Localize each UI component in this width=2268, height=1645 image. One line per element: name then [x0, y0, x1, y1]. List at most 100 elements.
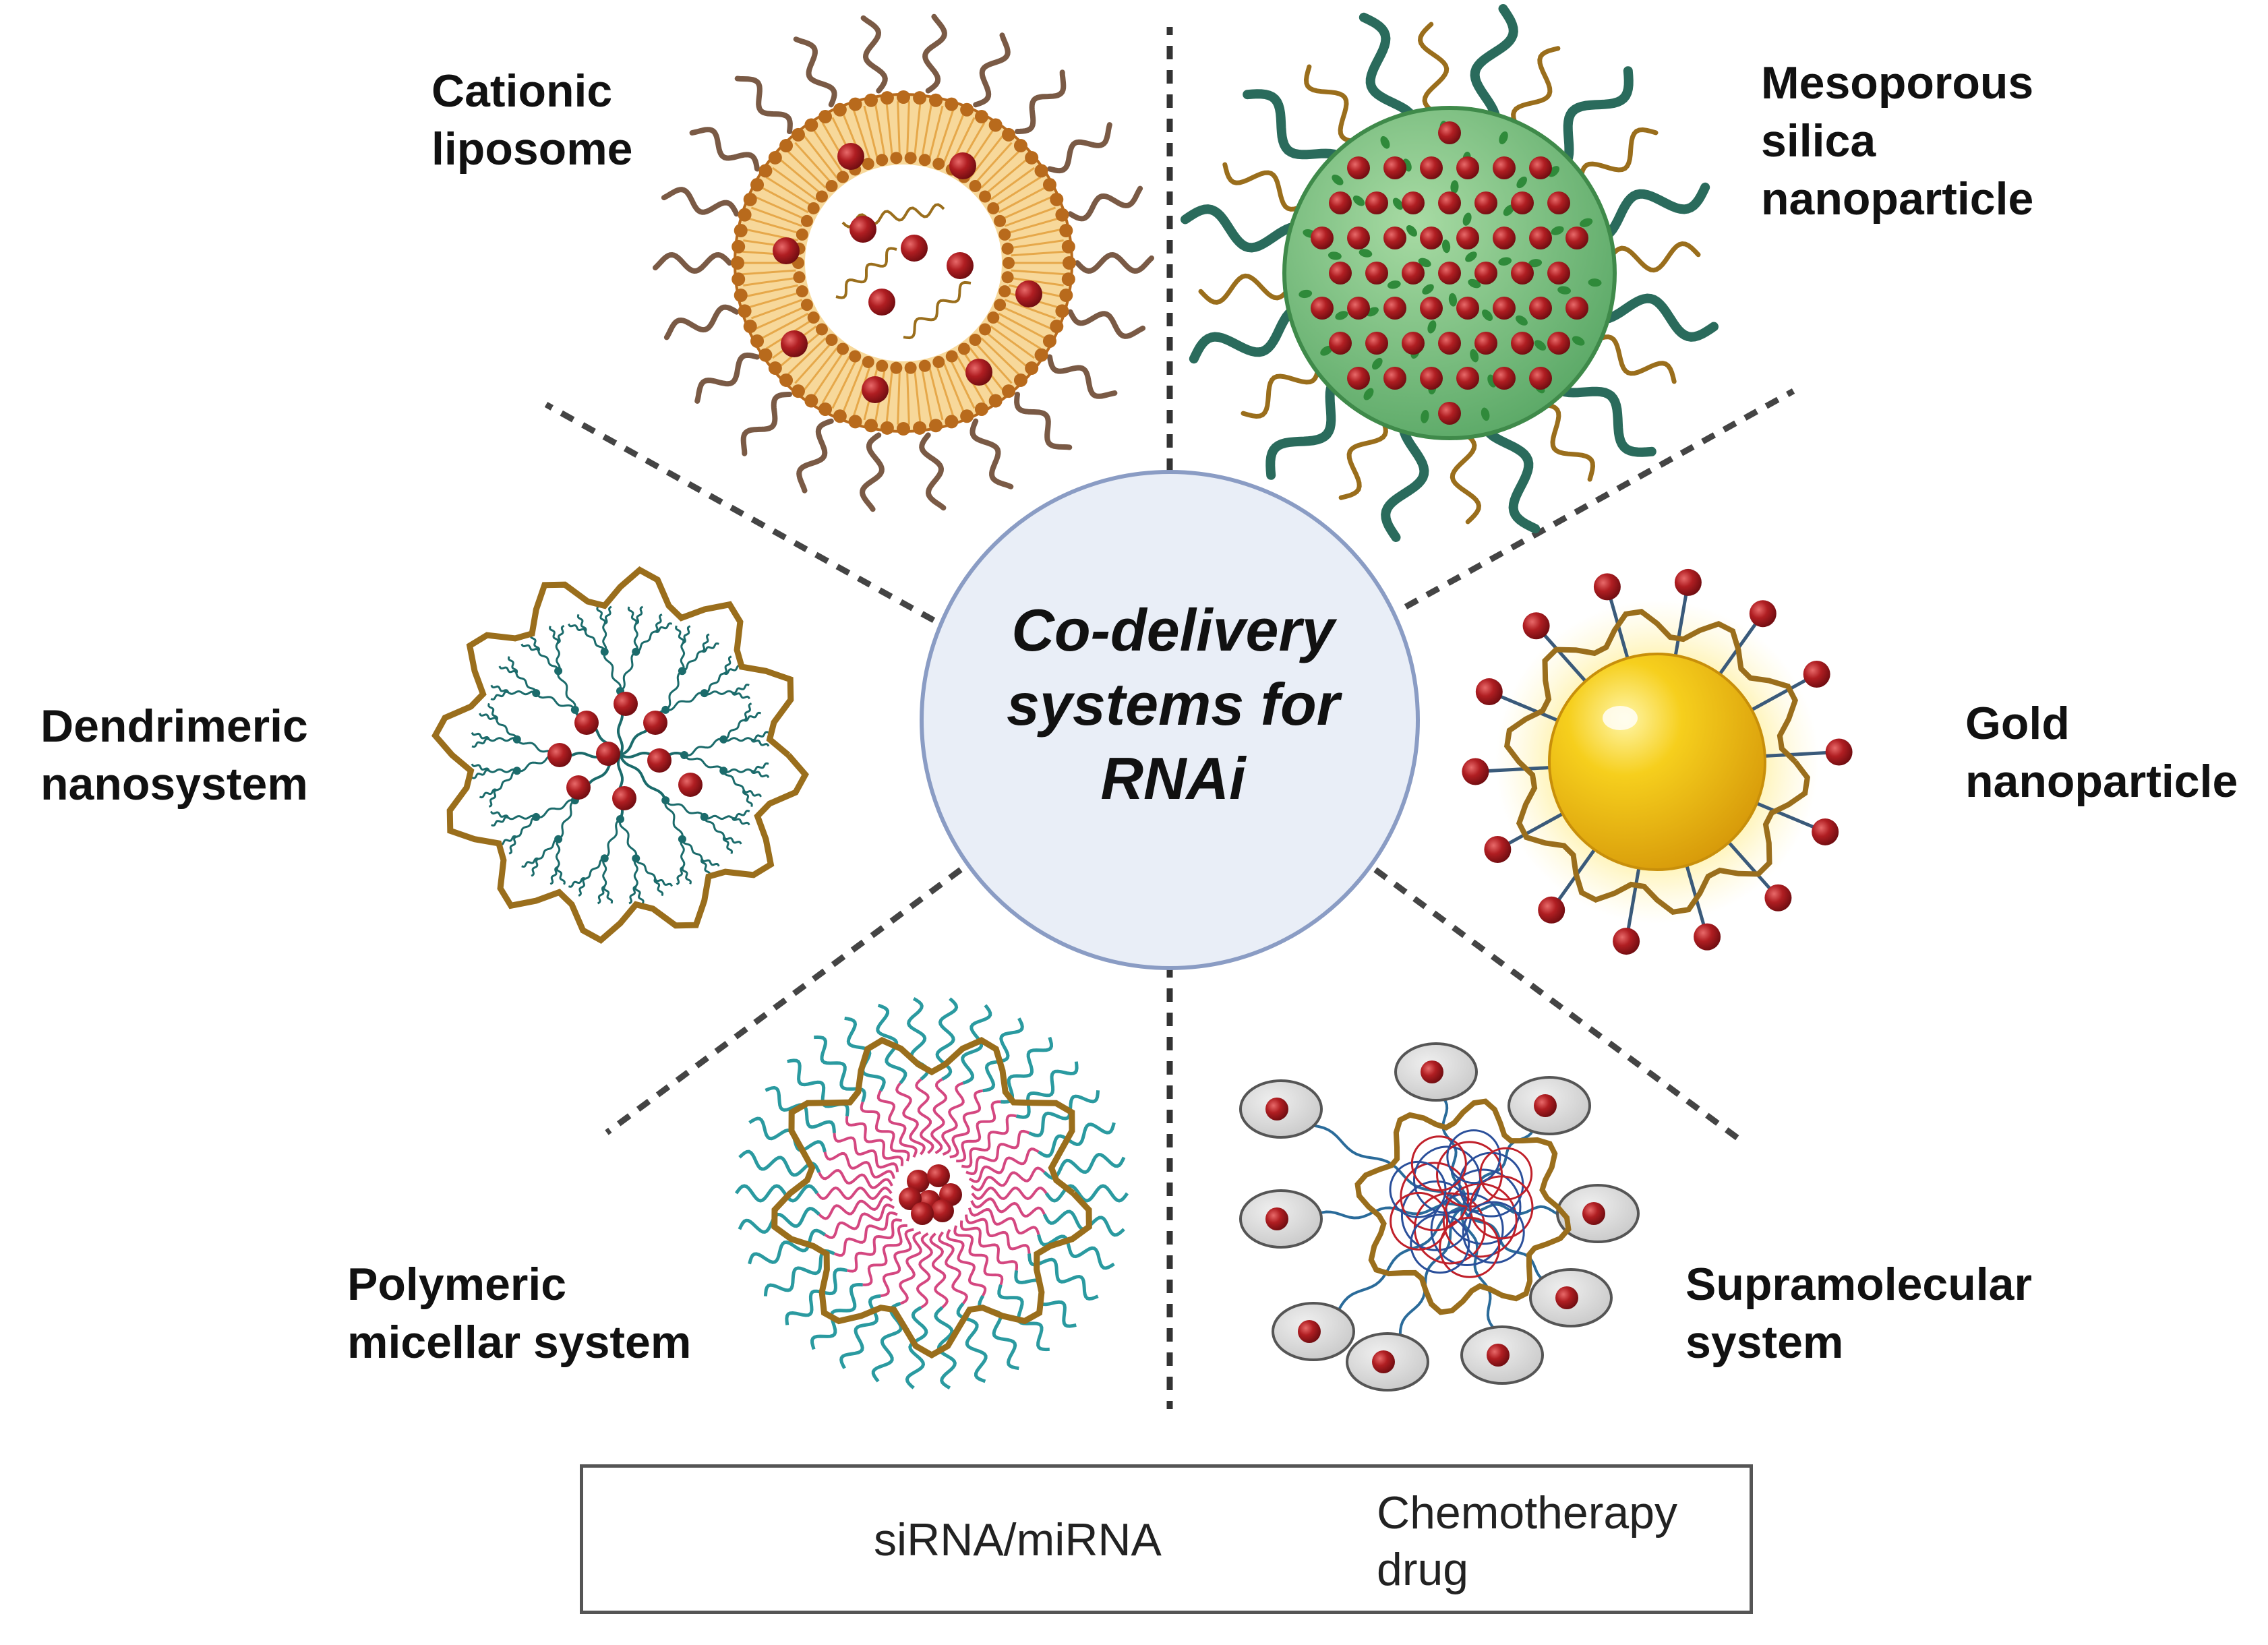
sirna-strand	[1503, 608, 1811, 916]
hydrophobic-block	[895, 1082, 926, 1156]
lipid-head	[1002, 384, 1016, 398]
drug-particle	[1329, 262, 1352, 285]
drug-particle	[1547, 332, 1570, 355]
bilayer-line	[874, 103, 886, 157]
dendrimer-branch	[684, 738, 724, 756]
dendrimer-branch	[743, 702, 752, 721]
pore	[1448, 293, 1458, 307]
pore	[1418, 258, 1431, 268]
lipid-head	[960, 102, 974, 117]
dendrimer-branch	[665, 692, 705, 711]
pore	[1332, 174, 1344, 185]
lipid-tail	[1014, 392, 1073, 450]
drug-particle	[1522, 612, 1550, 640]
hydrophobic-block	[833, 1133, 899, 1172]
dendrimer-branch	[557, 671, 576, 711]
label-line: liposome	[431, 123, 633, 175]
lipid-head	[988, 394, 1003, 408]
hydrophobic-block	[916, 1232, 933, 1309]
hydrophilic-block	[905, 1306, 928, 1389]
dendrimer-branch	[676, 866, 684, 886]
dendrimer-branch	[665, 669, 683, 711]
bilayer-line	[974, 342, 1013, 384]
dendrimer-branch	[723, 737, 752, 742]
lipid-tail	[1047, 122, 1112, 174]
lipid-head	[1059, 224, 1073, 238]
drug-particle	[1511, 191, 1534, 214]
dendrimer-branch	[723, 768, 752, 773]
hydrophilic-block	[1038, 1122, 1116, 1158]
dendrimer-branch	[471, 769, 490, 779]
drug-particle	[612, 786, 636, 810]
dendrimer-branch	[750, 739, 770, 747]
supramolecular-coil	[1410, 1135, 1467, 1192]
lipid-head	[768, 361, 782, 376]
drug-particle	[1493, 297, 1516, 320]
sirna-strand	[771, 1037, 1092, 1359]
label-line: Mesoporous	[1761, 57, 2034, 109]
label-line: silica	[1761, 115, 1876, 167]
hydrophilic-block	[1044, 1184, 1129, 1203]
bilayer-line	[744, 284, 798, 298]
bilayer-line	[760, 312, 809, 340]
dendrimer-branch	[743, 711, 762, 722]
dendrimer-branch	[634, 885, 645, 904]
label-line: Dendrimeric	[40, 700, 308, 752]
drug-particle	[1329, 332, 1352, 355]
dendrimer-branch	[555, 839, 561, 868]
drug-particle	[1420, 156, 1443, 179]
center-title-line: systems for	[1006, 671, 1340, 738]
lipid-head	[833, 102, 847, 117]
lipid-head	[1034, 348, 1048, 362]
hydrophobic-block	[862, 1224, 907, 1286]
drug-particle	[1511, 262, 1534, 285]
pore	[1470, 349, 1479, 363]
supramolecular-coil	[1469, 1175, 1534, 1240]
bilayer-line	[794, 142, 833, 184]
pore	[1363, 388, 1374, 400]
dendrimer-branch	[723, 664, 742, 675]
hydrophobic-block	[876, 1089, 918, 1158]
sirna-strand	[903, 280, 972, 340]
dendrimer-branch	[681, 866, 692, 885]
hydrophobic-block	[818, 1195, 893, 1220]
pore	[1392, 198, 1404, 210]
drug-particle	[1565, 297, 1588, 320]
dendrimer-branch	[731, 692, 751, 700]
bilayer-line	[1009, 228, 1063, 242]
hydrophilic-block	[810, 1282, 863, 1350]
lipid-head	[904, 361, 917, 374]
pore	[1387, 280, 1401, 289]
dendrimer-branch	[529, 634, 540, 652]
pore	[1359, 249, 1373, 258]
bilayer-line	[779, 158, 822, 195]
lipid-head	[928, 93, 943, 107]
label-line: nanoparticle	[1761, 173, 2034, 225]
lipid-head	[890, 361, 903, 374]
dendrimer-branch	[742, 789, 762, 798]
bilayer-line	[794, 342, 833, 384]
hydrophilic-block	[748, 1228, 826, 1265]
drug-particle	[837, 143, 864, 170]
label-polymeric-micellar: Polymeric micellar system	[347, 1255, 691, 1371]
drug-particle	[1825, 738, 1853, 766]
pore	[1441, 239, 1451, 253]
drug-particle	[1593, 573, 1621, 601]
dendrimer-branch	[558, 799, 576, 841]
hydrophobic-block	[961, 1114, 1017, 1168]
dendrimer-branch	[537, 651, 560, 671]
dendrimer-branch	[700, 858, 711, 876]
drug-particle	[574, 711, 599, 735]
dendrimer-branch	[723, 655, 732, 675]
lipid-head	[804, 394, 818, 408]
dendrimer-branch	[471, 763, 490, 771]
lipid-head	[818, 402, 833, 416]
pore	[1499, 131, 1508, 144]
dendrimeric-nanosystem-illustration	[431, 566, 809, 944]
supramolecular-coil	[1446, 1129, 1501, 1185]
dendrimer-branch	[471, 738, 489, 748]
lipid-head	[1034, 164, 1048, 178]
dendrimer-branch	[731, 817, 750, 826]
hydrophobic-block	[938, 1231, 968, 1305]
dendrimer-branch	[488, 737, 518, 742]
